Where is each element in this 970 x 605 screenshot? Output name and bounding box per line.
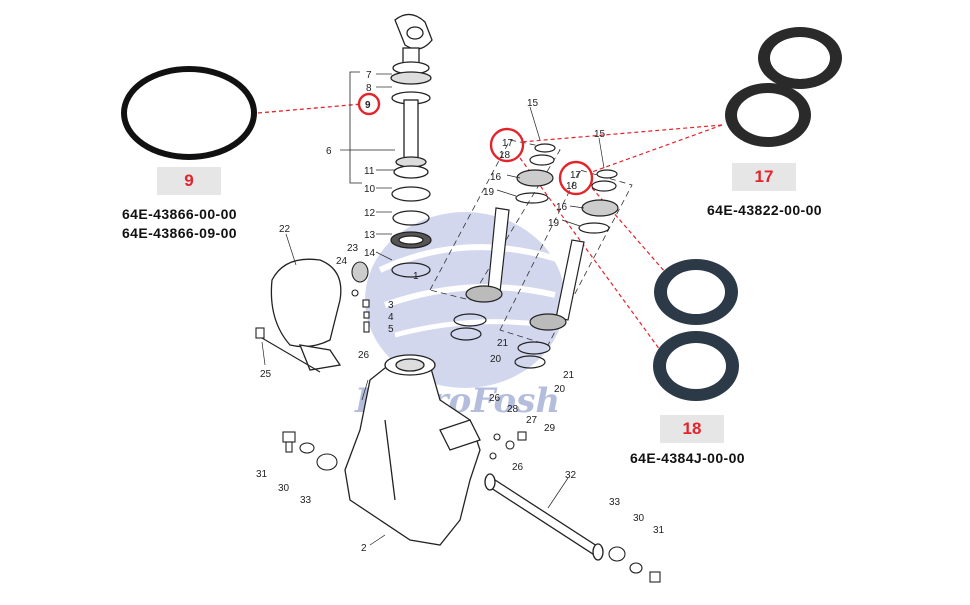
num-19a: 19 (483, 187, 495, 198)
num-32: 32 (565, 470, 577, 481)
tilt-cylinder-boxes (429, 139, 633, 346)
oil-seal-17-photo (725, 27, 842, 147)
num-19b: 19 (548, 218, 560, 229)
num-25: 25 (260, 369, 272, 380)
num-33a: 33 (300, 495, 312, 506)
num-21b: 21 (563, 370, 575, 381)
num-6: 6 (326, 146, 332, 157)
num-15a: 15 (527, 98, 539, 109)
num-9: 9 (365, 100, 371, 111)
num-1: 1 (413, 271, 419, 282)
leader-line-9 (257, 103, 363, 114)
num-16a: 16 (490, 172, 502, 183)
num-31b: 31 (653, 525, 665, 536)
watermark-logo (365, 212, 565, 388)
num-29: 29 (544, 423, 556, 434)
num-14: 14 (364, 248, 376, 259)
trim-cylinder-rod (390, 13, 433, 278)
num-17b: 17 (570, 170, 582, 181)
tilt-cylinder-parts (450, 143, 619, 369)
num-24: 24 (336, 256, 348, 267)
num-31a: 31 (256, 469, 268, 480)
num-26b: 26 (489, 393, 501, 404)
callout-label-18: 18 (660, 415, 724, 443)
leader-line-18a (519, 157, 661, 351)
num-23: 23 (347, 243, 359, 254)
num-7: 7 (366, 70, 372, 81)
highlight-circle-17-18-left (489, 127, 525, 163)
num-15b: 15 (594, 129, 606, 140)
num-30b: 30 (633, 513, 645, 524)
num-13: 13 (364, 230, 376, 241)
num-3: 3 (388, 300, 394, 311)
num-18a: 18 (499, 150, 511, 161)
callout-label-17: 17 (732, 163, 796, 191)
num-20b: 20 (554, 384, 566, 395)
num-11: 11 (364, 166, 375, 177)
number-leader-lines (261, 73, 605, 546)
num-12: 12 (364, 208, 376, 219)
num-20a: 20 (490, 354, 502, 365)
callout-label-9: 9 (157, 167, 221, 195)
highlight-circle-17-18-right (558, 160, 594, 196)
num-28: 28 (507, 404, 519, 415)
num-8: 8 (366, 83, 372, 94)
part-number-18: 64E-4384J-00-00 (630, 450, 745, 466)
part-number-9-a: 64E-43866-00-00 (122, 206, 237, 222)
num-18b: 18 (566, 181, 578, 192)
oil-seal-18-photo (653, 259, 739, 401)
num-33b: 33 (609, 497, 621, 508)
num-27: 27 (526, 415, 538, 426)
num-22: 22 (279, 224, 291, 235)
num-10: 10 (364, 184, 376, 195)
o-ring-9-photo (121, 66, 257, 160)
num-21a: 21 (497, 338, 509, 349)
leader-line-17b (591, 124, 723, 173)
part-number-9-b: 64E-43866-09-00 (122, 225, 237, 241)
num-17a: 17 (502, 138, 514, 149)
leader-line-18b (591, 187, 666, 273)
num-26a: 26 (358, 350, 370, 361)
num-5: 5 (388, 324, 394, 335)
part-number-labels: 1 2 3 4 5 6 7 8 9 10 11 12 13 14 15 15 1… (256, 70, 665, 554)
reservoir-tank (270, 258, 342, 371)
num-2: 2 (361, 543, 367, 554)
num-30a: 30 (278, 483, 290, 494)
tilt-housing (344, 354, 481, 546)
small-hardware (255, 261, 661, 583)
tilt-shaft (484, 473, 604, 561)
num-26c: 26 (512, 462, 524, 473)
part-number-17: 64E-43822-00-00 (707, 202, 822, 218)
bracket-lines-left (349, 71, 395, 184)
leader-line-17a (520, 124, 723, 143)
num-16b: 16 (556, 202, 568, 213)
num-4: 4 (388, 312, 394, 323)
highlight-circle-9 (357, 92, 381, 116)
